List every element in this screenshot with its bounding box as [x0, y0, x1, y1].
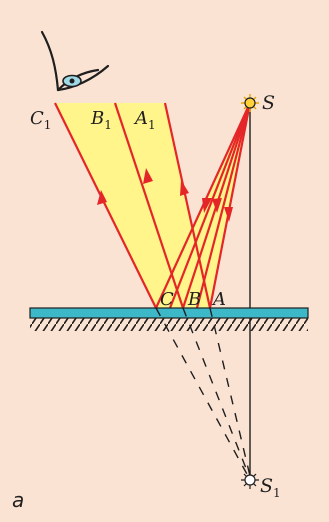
incident-ray-extra-1: [168, 102, 252, 309]
incident-ray-to-a: [208, 102, 252, 309]
label-s1: S1: [260, 475, 281, 500]
label-s: S: [262, 92, 275, 114]
arrowhead-reflected-c: [97, 190, 107, 205]
label-b1: B1: [90, 108, 112, 132]
extension-c: [155, 307, 249, 477]
arrowhead-reflected-b: [143, 168, 153, 184]
eye-icon: [40, 30, 110, 92]
reflected-beam: [55, 103, 210, 308]
virtual-image-icon: [241, 471, 259, 489]
reflected-arrowheads: [97, 168, 189, 205]
reflected-ray-b: [113, 102, 185, 309]
reflected-rays: [54, 102, 212, 309]
extension-b: [182, 307, 250, 477]
arrowhead-incident-3: [224, 207, 233, 222]
label-c1: C1: [30, 108, 51, 132]
reflected-ray-c: [54, 102, 157, 309]
arrowhead-reflected-a: [180, 180, 189, 196]
virtual-ray-extensions: [155, 307, 251, 477]
arrowhead-incident-1: [202, 198, 212, 213]
reflected-ray-a: [163, 102, 212, 309]
label-b: B: [187, 289, 201, 310]
incident-arrowheads: [202, 198, 233, 222]
label-a1: A1: [133, 108, 156, 132]
arrowhead-incident-2: [212, 198, 222, 213]
incident-ray-extra-2: [195, 102, 252, 309]
light-source-icon: [241, 94, 259, 112]
label-a: A: [211, 289, 226, 310]
mirror-hatching: [30, 318, 308, 331]
label-c: C: [160, 289, 174, 310]
panel-label: a: [12, 488, 24, 512]
